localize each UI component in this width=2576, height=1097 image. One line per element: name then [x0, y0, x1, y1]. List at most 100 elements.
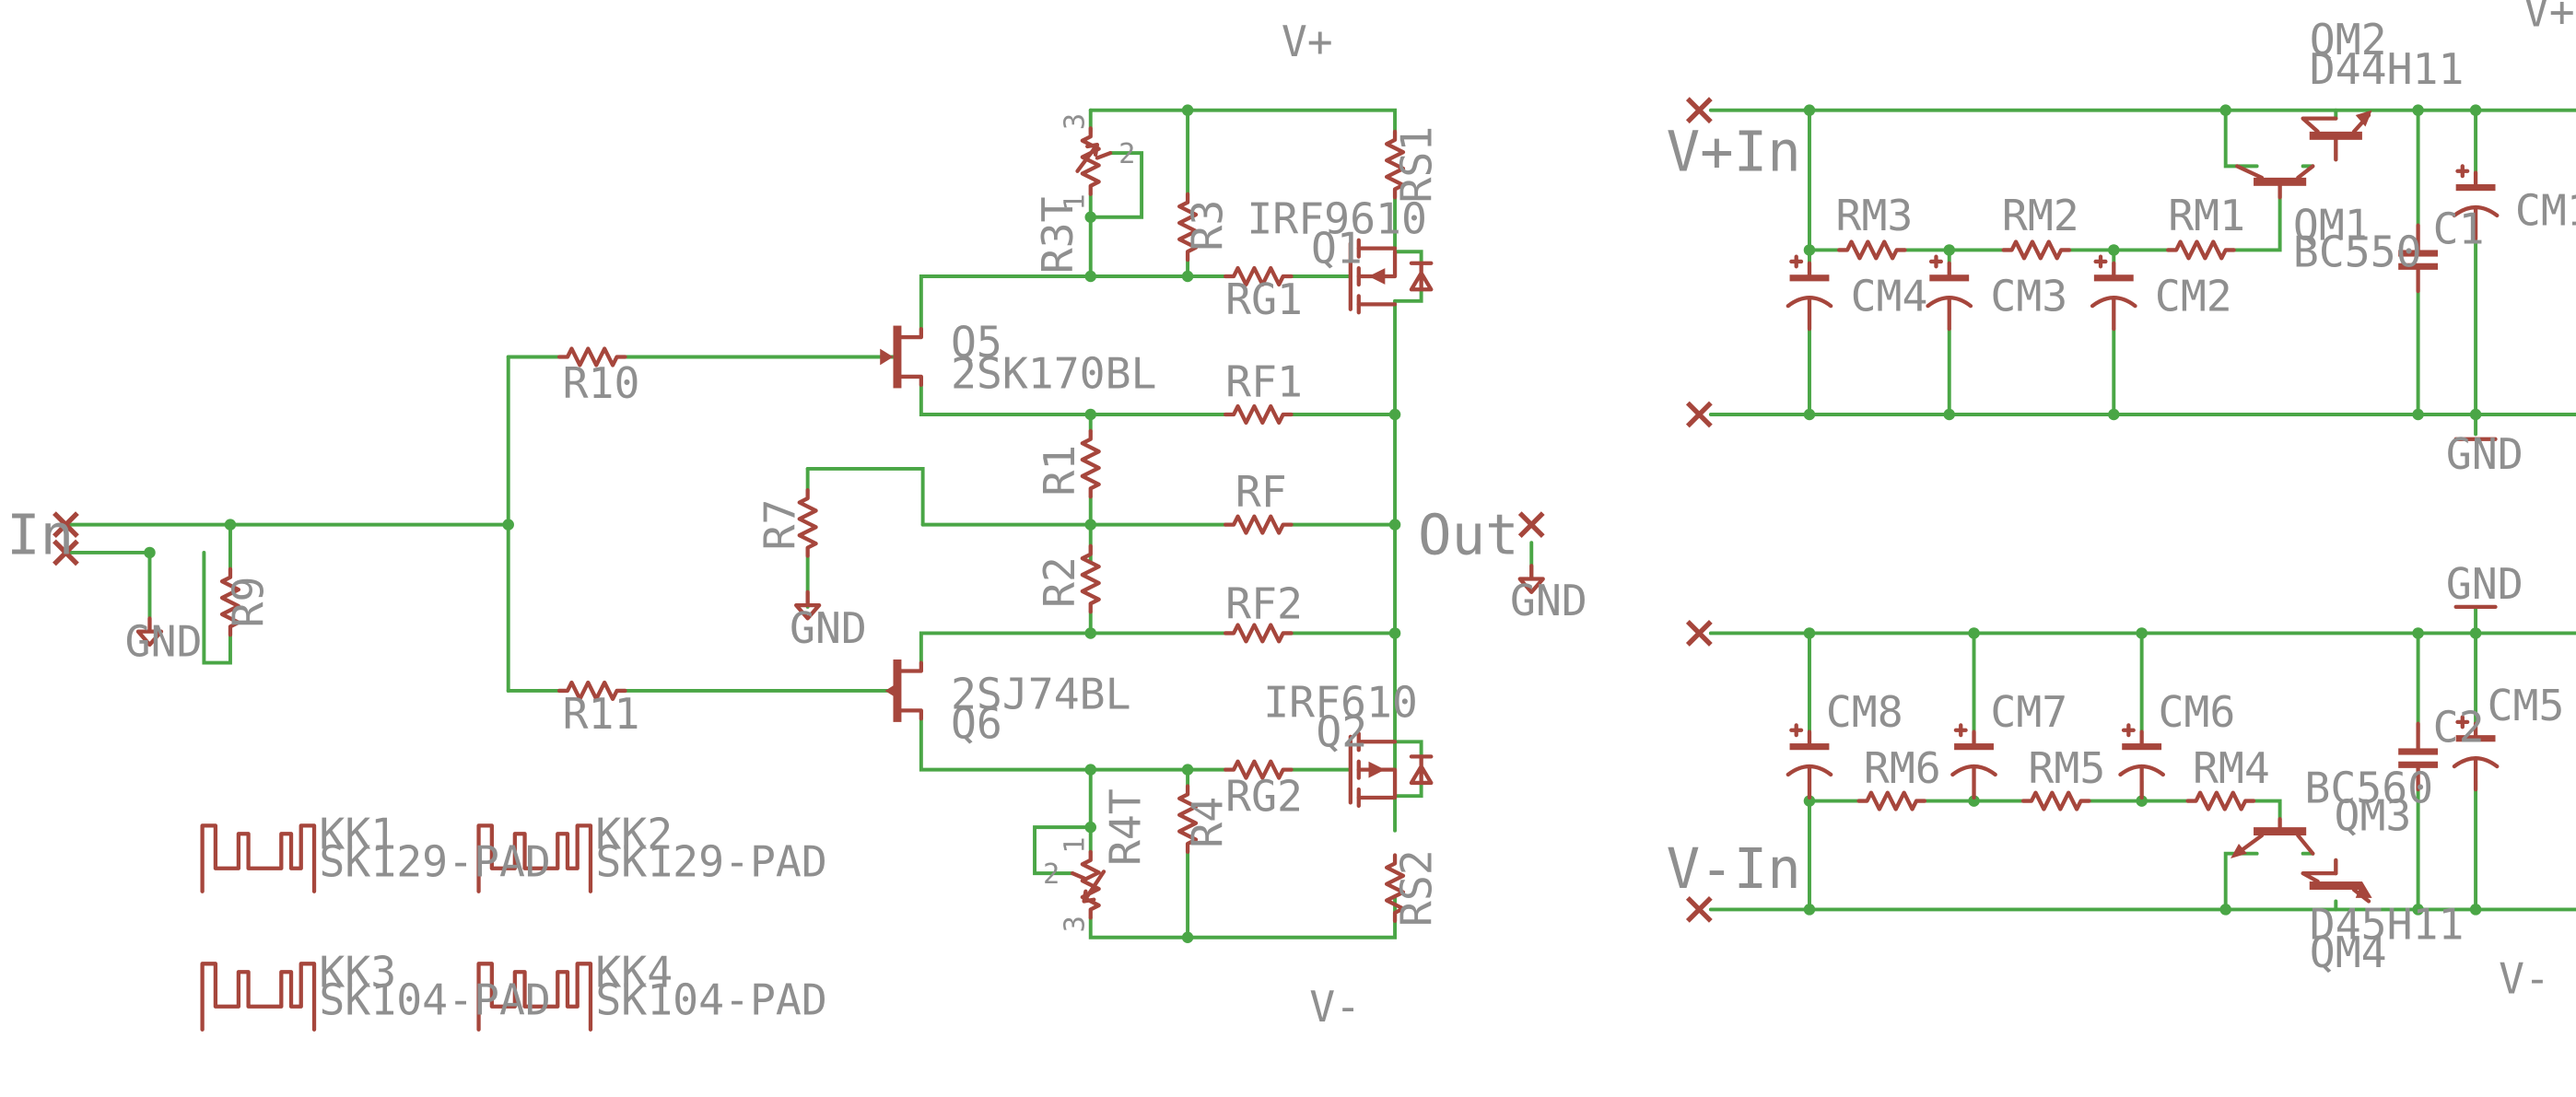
label-q6: Q6	[951, 699, 1002, 749]
label-cm3: CM3	[1990, 272, 2067, 321]
label-kk4-value: SK104-PAD	[595, 975, 826, 1025]
label-rm1: RM1	[2168, 191, 2245, 240]
resistor-rf1	[1225, 406, 1291, 423]
capacitor-cm4	[1788, 257, 1831, 330]
label-r2: R2	[1035, 556, 1084, 608]
capacitor-cm6	[2120, 725, 2162, 798]
vplus-in-label: V+In	[1667, 121, 1801, 185]
transistor-qm1	[2235, 164, 2315, 200]
label-qm3-value: BC560	[2304, 763, 2433, 812]
label-q5-value: 2SK170BL	[951, 348, 1157, 398]
junctions	[144, 104, 2482, 944]
label-qm4-value: D45H11	[2310, 900, 2465, 950]
label-r11: R11	[563, 689, 640, 739]
label-kk2-value: SK129-PAD	[595, 837, 826, 887]
labels: In Out V+In V-In V+ V- V+ V- GND GND GND…	[6, 0, 2576, 1032]
label-q1: Q1	[1311, 224, 1363, 274]
pin-r3t-2: 2	[1118, 138, 1135, 170]
gnd-label-psu-bottom: GND	[2446, 559, 2523, 609]
transistor-qm4	[2301, 858, 2372, 904]
label-rf2: RF2	[1225, 578, 1303, 628]
input-label: In	[6, 504, 74, 568]
label-kk4: KK4	[595, 947, 673, 997]
label-c2: C2	[2433, 702, 2485, 752]
vplus-main-label: V+	[1282, 17, 1333, 66]
vminus-psu-label: V-	[2499, 953, 2550, 1003]
label-cm4: CM4	[1851, 272, 1928, 321]
label-qm2-value: D44H11	[2310, 44, 2465, 94]
heatsink-kk3	[203, 963, 314, 1029]
gnd-label-input: GND	[125, 616, 203, 666]
resistor-rm1	[2168, 242, 2233, 259]
label-rm3: RM3	[1836, 191, 1914, 240]
label-q1-value: IRF9610	[1247, 194, 1427, 244]
label-cm8: CM8	[1826, 687, 1903, 737]
mosfet-q2	[1348, 731, 1434, 809]
label-q6-value: 2SJ74BL	[951, 670, 1131, 719]
label-rf1: RF1	[1225, 356, 1303, 406]
label-rg2: RG2	[1225, 771, 1303, 821]
resistor-rm6	[1859, 793, 1925, 810]
transistor-qm2	[2301, 110, 2372, 162]
label-kk1: KK1	[319, 809, 396, 858]
pin-r3t-3: 3	[1060, 113, 1092, 130]
resistor-rm3	[1839, 242, 1904, 259]
jfet-q6	[884, 659, 923, 722]
label-cm6: CM6	[2158, 687, 2235, 737]
resistor-r2	[1083, 546, 1099, 612]
label-qm1-value: BC550	[2293, 227, 2422, 276]
trimpot-r4t	[1070, 852, 1107, 917]
label-kk3-value: SK104-PAD	[319, 975, 550, 1025]
label-q2-value: IRF610	[1263, 678, 1418, 728]
mosfet-q1	[1348, 238, 1434, 315]
capacitor-cm3	[1928, 257, 1971, 330]
label-qm3: QM3	[2335, 791, 2412, 841]
label-kk2: KK2	[595, 809, 673, 858]
output-label: Out	[1418, 504, 1519, 568]
label-cm1: CM1	[2515, 186, 2576, 236]
pin-r3t-1: 1	[1060, 193, 1092, 210]
capacitor-cm2	[2092, 257, 2135, 330]
resistor-rm4	[2188, 793, 2254, 810]
label-kk3: KK3	[319, 947, 396, 997]
label-r3t: R3T	[1033, 196, 1083, 274]
resistor-rf	[1225, 517, 1291, 533]
pin-r4t-3: 3	[1060, 916, 1092, 932]
label-rm2: RM2	[2002, 191, 2079, 240]
label-c1: C1	[2433, 204, 2485, 253]
capacitor-cm7	[1952, 725, 1995, 798]
vminus-in-label: V-In	[1667, 837, 1801, 902]
vplus-psu-label: V+	[2523, 0, 2575, 37]
label-r4: R4	[1183, 797, 1233, 848]
label-r4t: R4T	[1100, 788, 1150, 866]
heatsink-kk1	[203, 825, 314, 891]
label-rm4: RM4	[2193, 743, 2270, 793]
gnd-label-output: GND	[1510, 576, 1587, 625]
label-q2: Q2	[1316, 707, 1367, 757]
gnd-label-psu-top: GND	[2446, 429, 2523, 479]
label-q5: Q5	[951, 317, 1002, 367]
label-r1: R1	[1035, 445, 1084, 496]
label-rf: RF	[1235, 467, 1287, 517]
label-rg1: RG1	[1225, 274, 1303, 324]
label-cm5: CM5	[2488, 681, 2565, 730]
label-r3: R3	[1183, 200, 1233, 251]
label-rs1: RS1	[1391, 126, 1441, 204]
label-rm6: RM6	[1864, 743, 1941, 793]
label-rs2: RS2	[1391, 849, 1441, 927]
resistor-rm5	[2023, 793, 2089, 810]
label-r10: R10	[563, 358, 640, 408]
label-rm5: RM5	[2028, 743, 2105, 793]
label-cm2: CM2	[2155, 272, 2232, 321]
label-r7: R7	[755, 499, 804, 551]
trimpot-r3t	[1075, 128, 1113, 193]
jfet-q5	[880, 325, 923, 389]
pin-r4t-2: 2	[1043, 858, 1060, 891]
capacitor-cm8	[1788, 725, 1831, 798]
label-qm2: QM2	[2310, 15, 2387, 64]
label-qm4: QM4	[2310, 928, 2387, 977]
label-r9: R9	[224, 577, 274, 628]
gnd-label-r7: GND	[790, 603, 867, 653]
vminus-main-label: V-	[1309, 982, 1361, 1032]
